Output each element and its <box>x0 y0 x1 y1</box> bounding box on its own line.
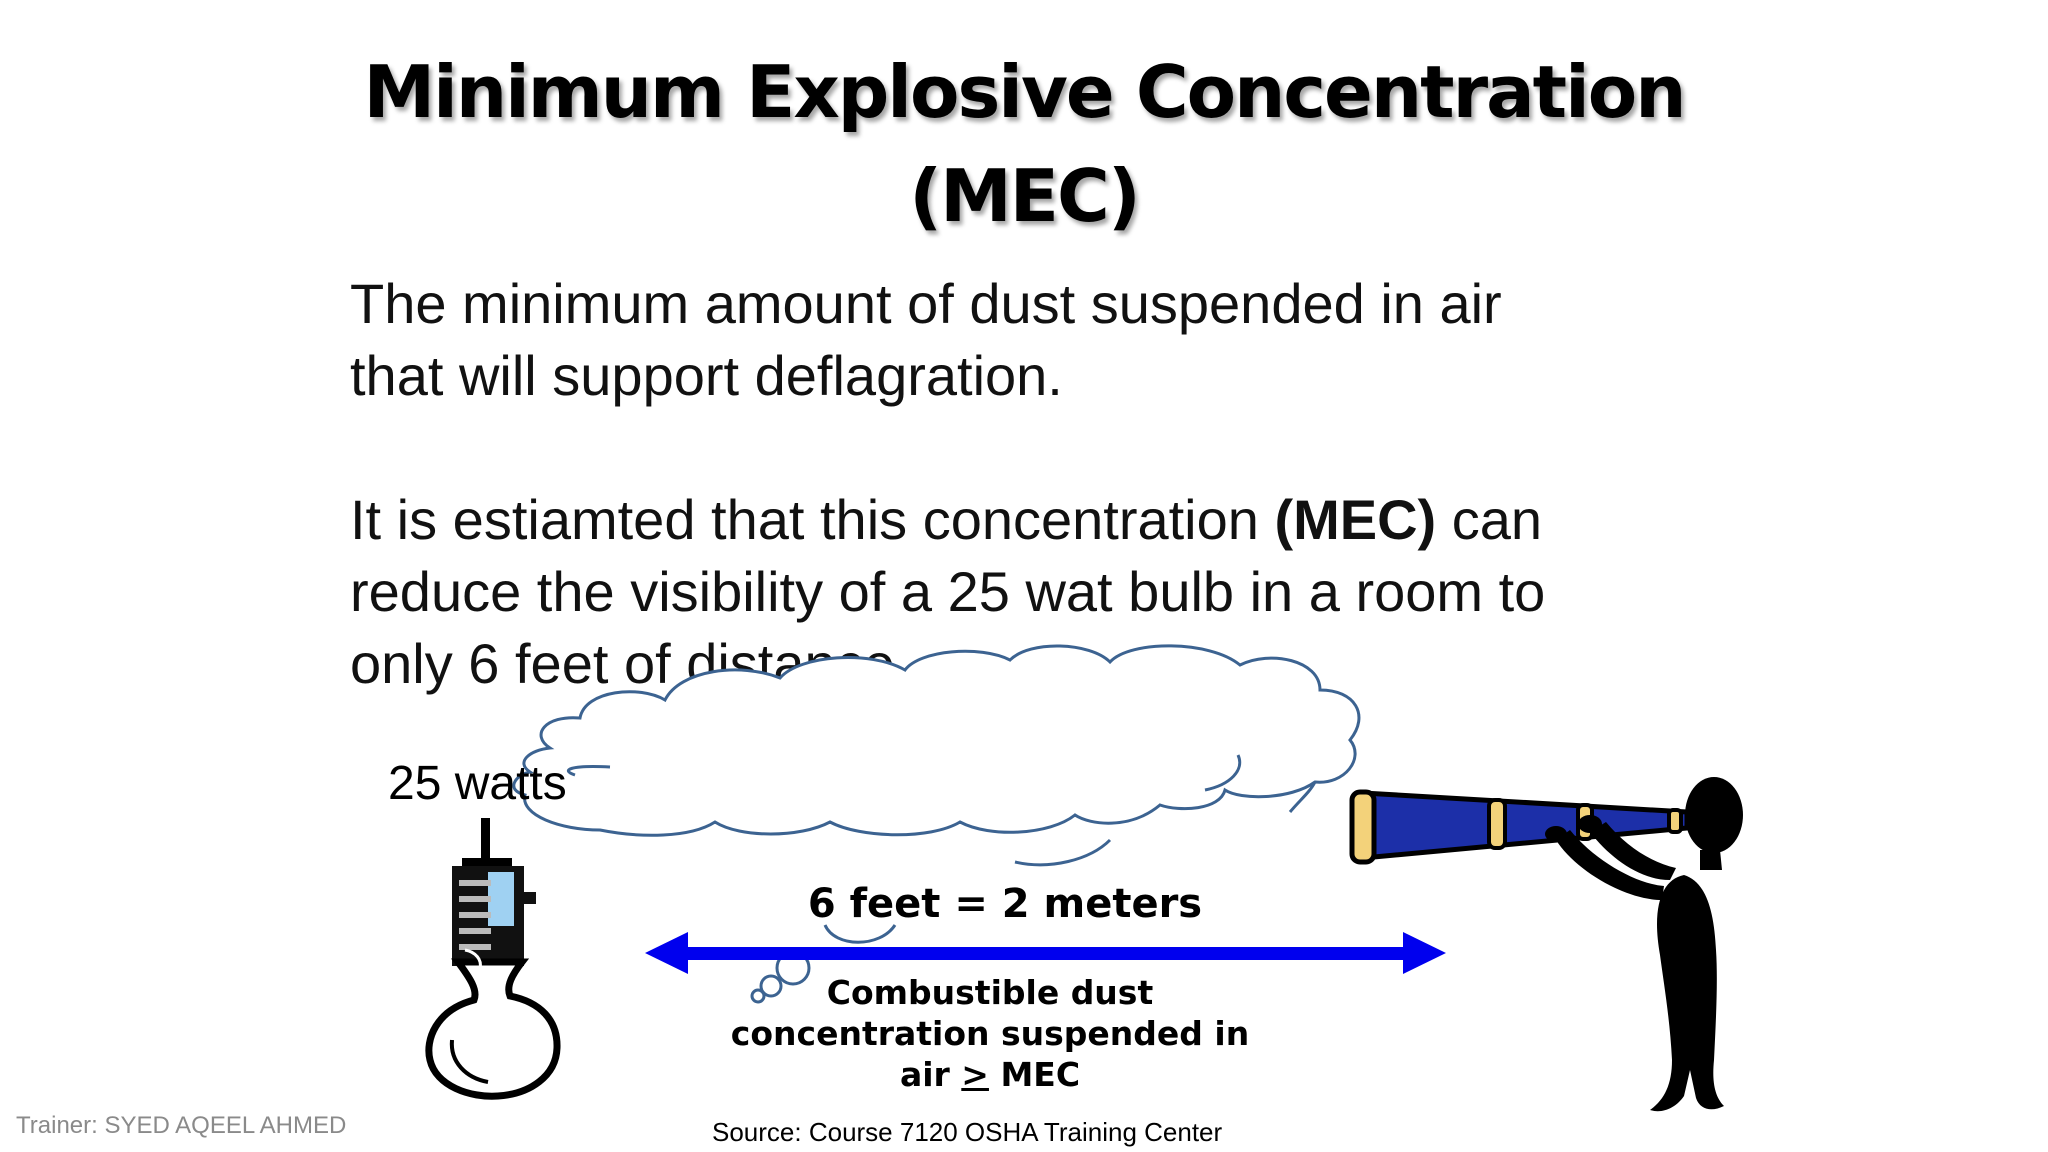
source-citation: Source: Course 7120 OSHA Training Center <box>712 1117 1223 1147</box>
definition-line-1: The minimum amount of dust suspended in … <box>350 272 1502 335</box>
dust-concentration-caption: Combustible dust concentration suspended… <box>700 972 1280 1095</box>
slide-title: Minimum Explosive Concentration (MEC) <box>0 40 2048 248</box>
trainer-credit: Trainer: SYED AQEEL AHMED <box>16 1112 347 1139</box>
caption-line-3: air > MEC <box>700 1054 1280 1095</box>
telescope-icon <box>1349 789 1690 865</box>
estimate-line-1-text: It is estiamted that this concentration <box>350 488 1275 551</box>
person-silhouette-icon <box>1545 777 1743 1112</box>
title-line-1: Minimum Explosive Concentration <box>363 50 1687 134</box>
title-line-2: (MEC) <box>909 154 1140 238</box>
definition-paragraph: The minimum amount of dust suspended in … <box>350 268 1780 412</box>
estimate-line-1: It is estiamted that this concentration … <box>350 484 1780 556</box>
greater-equal-symbol: > <box>961 1055 989 1094</box>
light-bulb-icon <box>425 818 561 1100</box>
double-arrow-icon <box>645 932 1446 974</box>
estimate-paragraph: It is estiamted that this concentration … <box>350 484 1780 700</box>
estimate-line-2: reduce the visibility of a 25 wat bulb i… <box>350 560 1546 623</box>
distance-label: 6 feet = 2 meters <box>807 881 1203 927</box>
caption-air: air <box>899 1055 962 1094</box>
definition-line-2: that will support deflagration. <box>350 344 1063 407</box>
estimate-line-1-end: can <box>1436 488 1543 551</box>
mec-emphasis: (MEC) <box>1274 488 1437 551</box>
bulb-wattage-label: 25 watts <box>388 757 567 810</box>
caption-mec: MEC <box>988 1055 1081 1094</box>
caption-line-1: Combustible dust <box>826 973 1154 1012</box>
cloud-icon <box>512 644 1361 1004</box>
caption-line-2: concentration suspended in <box>730 1014 1250 1053</box>
